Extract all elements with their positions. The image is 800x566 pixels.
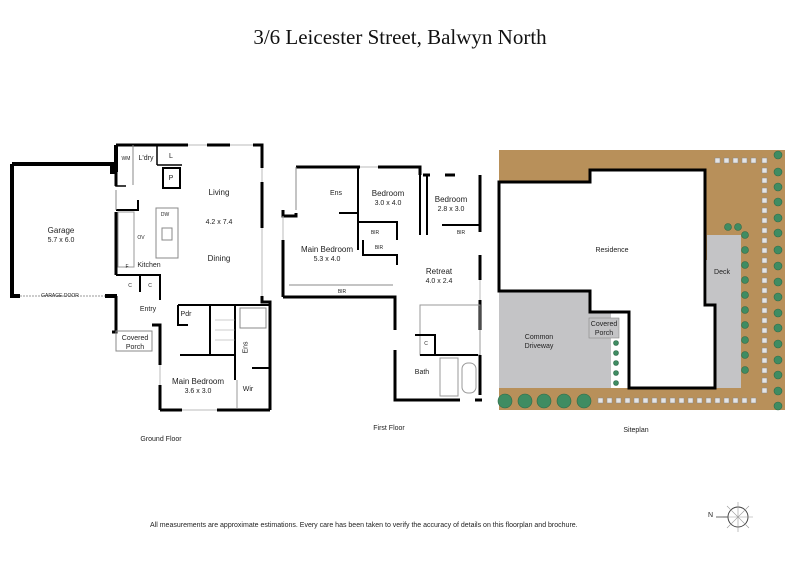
dishwasher-label: DW	[160, 212, 170, 218]
retreat-size: 4.0 x 2.4	[425, 278, 453, 285]
walk-in-robe-label: Wir	[242, 386, 254, 393]
wm-label: WM	[121, 156, 131, 162]
bir-3-label: BIR	[374, 245, 384, 251]
dining-label: Dining	[207, 254, 231, 263]
property-address-title: 3/6 Leicester Street, Balwyn North	[253, 25, 547, 49]
first-cupboard-label: C	[424, 341, 428, 347]
kitchen-label: Kitchen	[137, 262, 161, 269]
bedroom-3-size: 2.8 x 3.0	[437, 206, 465, 213]
garage-size: 5.7 x 6.0	[47, 237, 75, 244]
ground-main-bedroom-size: 3.6 x 3.0	[184, 388, 212, 395]
bir-1-label: BIR	[370, 230, 380, 236]
bedroom-2-label: Bedroom	[371, 189, 405, 198]
living-label: Living	[208, 188, 230, 197]
residence-label: Residence	[595, 247, 629, 254]
bir-2-label: BIR	[456, 230, 466, 236]
cupboard-1-label: C	[128, 283, 132, 289]
pantry-label: P	[168, 175, 174, 182]
linen-label: L	[169, 153, 173, 160]
compass-rose: N	[708, 500, 758, 534]
compass-icon	[716, 502, 753, 532]
ground-ensuite-label: Ens	[242, 341, 250, 354]
bath-label: Bath	[414, 369, 430, 376]
north-label: N	[708, 512, 714, 519]
common-driveway-label: Common Driveway	[524, 334, 554, 350]
powder-room-label: Pdr	[180, 311, 192, 318]
laundry-label: L'dry	[138, 155, 154, 162]
ground-main-bedroom-label: Main Bedroom	[171, 377, 225, 386]
first-ensuite-label: Ens	[329, 190, 343, 197]
first-floor-plan	[281, 165, 482, 402]
fridge-label: F	[125, 264, 129, 270]
bedroom-2-size: 3.0 x 4.0	[374, 200, 402, 207]
bedroom-3-label: Bedroom	[434, 195, 468, 204]
first-main-bedroom-size: 5.3 x 4.0	[313, 256, 341, 263]
garage-label: Garage	[47, 226, 75, 235]
ground-floor-plan	[10, 143, 272, 412]
garage-door-label: GARAGE DOOR	[41, 293, 79, 299]
deck-label: Deck	[714, 269, 730, 276]
disclaimer-text: All measurements are approximate estimat…	[150, 522, 578, 529]
first-floor-caption: First Floor	[373, 425, 405, 432]
siteplan-drawing	[497, 150, 785, 411]
siteplan-covered-porch-label: Covered Porch	[590, 321, 618, 337]
entry-label: Entry	[139, 306, 157, 313]
first-main-bedroom-label: Main Bedroom	[300, 245, 354, 254]
siteplan-caption: Siteplan	[623, 427, 649, 434]
oven-label: OV	[137, 235, 145, 241]
cupboard-2-label: C	[148, 283, 152, 289]
ground-floor-caption: Ground Floor	[140, 436, 182, 443]
retreat-label: Retreat	[425, 267, 453, 276]
covered-porch-label: Covered Porch	[121, 335, 149, 351]
bir-4-label: BIR	[337, 289, 347, 295]
living-size: 4.2 x 7.4	[205, 219, 233, 226]
